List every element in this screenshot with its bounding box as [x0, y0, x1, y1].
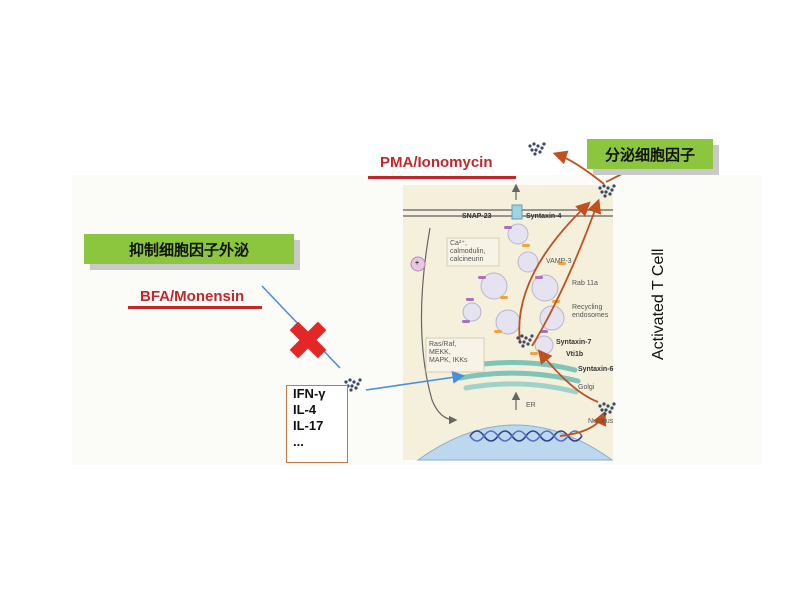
cytokine-cluster-icon [344, 142, 616, 416]
ca-box [446, 237, 500, 267]
rab11a-label: Rab 11a [572, 280, 598, 287]
cytokine-to-golgi-arrow [365, 371, 466, 391]
cytokine-list-box: IFN-γ IL-4 IL-17 ... [286, 385, 348, 463]
syntaxin7-label: Syntaxin-7 [556, 339, 592, 346]
dna-helix-icon [469, 430, 583, 442]
recycling-label-2: endosomes [572, 312, 609, 319]
ca-label-1: Ca²⁺, [450, 240, 467, 247]
snap23-label: SNAP-23 [462, 213, 492, 220]
vamp3-label: VAMP-3 [546, 258, 572, 265]
cytokine-item: IL-17 [293, 418, 324, 433]
cytokine-item: IL-4 [293, 402, 317, 417]
recycling-label-1: Recycling [572, 304, 603, 311]
signal-arrow [420, 227, 458, 425]
activated-t-cell-label: Activated T Cell [650, 248, 667, 360]
nucleus-label: Nucleus [588, 418, 614, 425]
plus-label: + [415, 260, 420, 267]
red-cross-icon [289, 321, 327, 359]
golgi-label: Golgi [578, 384, 595, 391]
er-label: ER [526, 402, 536, 409]
vti1b-label: Vti1b [566, 351, 584, 358]
snap23-complex [511, 204, 523, 220]
ca-label-3: calcineurin [450, 256, 484, 263]
stimulant-underline [368, 176, 516, 179]
inhibitor-label: BFA/Monensin [140, 288, 245, 305]
syntaxin4-label: Syntaxin-4 [526, 213, 562, 220]
inhibit-secretion-label: 抑制细胞因子外泌 [84, 234, 294, 264]
ras-label-1: Ras/Raf, [429, 341, 457, 348]
vesicle-group [462, 223, 565, 355]
ras-label-2: MEKK, [429, 349, 451, 356]
syntaxin6-label: Syntaxin-6 [578, 366, 614, 373]
nucleus [416, 424, 614, 461]
plus-marker [410, 256, 426, 272]
cytokine-item: IFN-γ [293, 386, 326, 401]
cytokine-item: ... [293, 434, 304, 449]
stimulant-label: PMA/Ionomycin [380, 154, 493, 171]
ca-label-2: calmodulin, [450, 248, 486, 255]
ras-label-3: MAPK, IKKs [429, 357, 468, 364]
secrete-cytokine-label: 分泌细胞因子 [587, 139, 713, 169]
inhibitor-underline [128, 306, 262, 309]
